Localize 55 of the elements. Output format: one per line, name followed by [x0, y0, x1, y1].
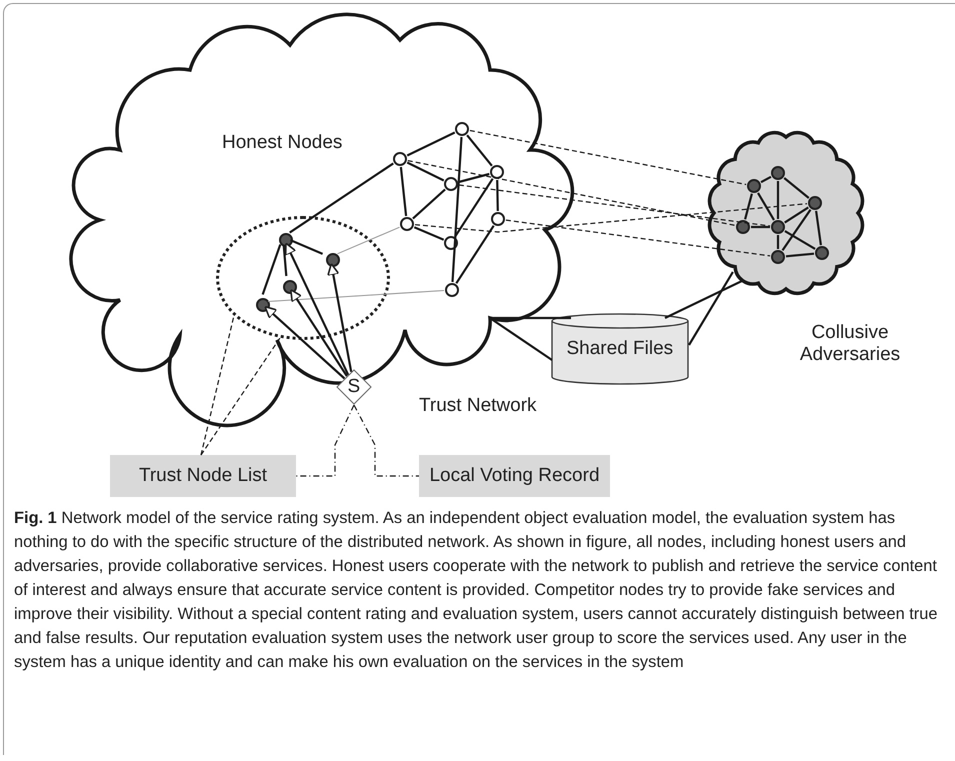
arrow: [264, 306, 346, 380]
connector-line: [455, 225, 495, 284]
dashed-line: [470, 130, 746, 186]
connector-line: [784, 230, 816, 250]
node-label: Trust Network: [419, 395, 537, 417]
connector-line: [815, 210, 822, 246]
connector-line: [760, 176, 772, 184]
node-label: Shared Files: [566, 338, 674, 360]
dashed-line: [353, 404, 419, 477]
arrow: [290, 288, 348, 377]
connector-line: [490, 316, 571, 320]
connector-line: [262, 244, 282, 295]
dashed-line: [458, 184, 770, 227]
connector-line: [336, 226, 400, 254]
dashed-line: [414, 203, 808, 233]
connector-line: [400, 166, 408, 216]
figure-caption: Fig. 1 Network model of the service rating system. As an independent object evaluation model, the evaluation system has nothing to do with the specific structure of the distributed network. As shown in figure, all nodes, including honest users and adversaries, provide collaborative services. Honest users cooperate with the network to publish and retrieve the service content of interest and always ensure that accurate service content is provided. Competitor nodes try to provide fake services and improve their visibility. Without a special content rating and evaluation system, users cannot accurately distinguish between true and false results. Our reputation evaluation system uses the network user group to score the services used. Any user in the system has a unique identity and can make his own evaluation on the services in the system: [14, 508, 939, 673]
list-panel: Trust Node List: [110, 455, 296, 497]
connector-line: [282, 244, 288, 276]
connector-line: [664, 280, 742, 319]
connector-line: [784, 177, 810, 199]
node-label: Collusive Adversaries: [798, 322, 902, 366]
connector-line: [776, 235, 780, 249]
list-panel: Local Voting Record: [419, 455, 610, 497]
connector-line: [458, 172, 490, 184]
connector-line: [451, 136, 463, 282]
connector-line: [406, 162, 444, 182]
connector-line: [412, 188, 446, 220]
connector-line: [489, 317, 553, 361]
dashed-line: [200, 316, 234, 456]
connector-line: [466, 134, 493, 166]
dashed-line: [408, 160, 736, 226]
dashed-line: [200, 338, 280, 456]
connector-line: [289, 162, 394, 234]
connector-line: [744, 193, 753, 220]
node-label: S: [348, 376, 360, 398]
arrow: [284, 242, 350, 376]
connector-line: [782, 208, 812, 252]
connector-line: [784, 206, 809, 224]
connector-line: [414, 226, 444, 241]
node-label: Honest Nodes: [222, 132, 342, 154]
connector-line: [786, 252, 814, 258]
connector-line: [751, 226, 770, 228]
dashed-line: [506, 220, 770, 256]
connector-line: [496, 180, 499, 212]
connector-line: [757, 192, 775, 221]
connector-line: [454, 178, 494, 237]
connector-line: [268, 290, 444, 302]
connector-line: [290, 239, 324, 255]
connector-line: [688, 271, 734, 346]
dashed-line: [296, 404, 355, 477]
arrow: [327, 263, 352, 372]
connector-line: [776, 181, 780, 219]
connector-line: [406, 132, 456, 156]
dotted-ellipse: [216, 216, 390, 340]
